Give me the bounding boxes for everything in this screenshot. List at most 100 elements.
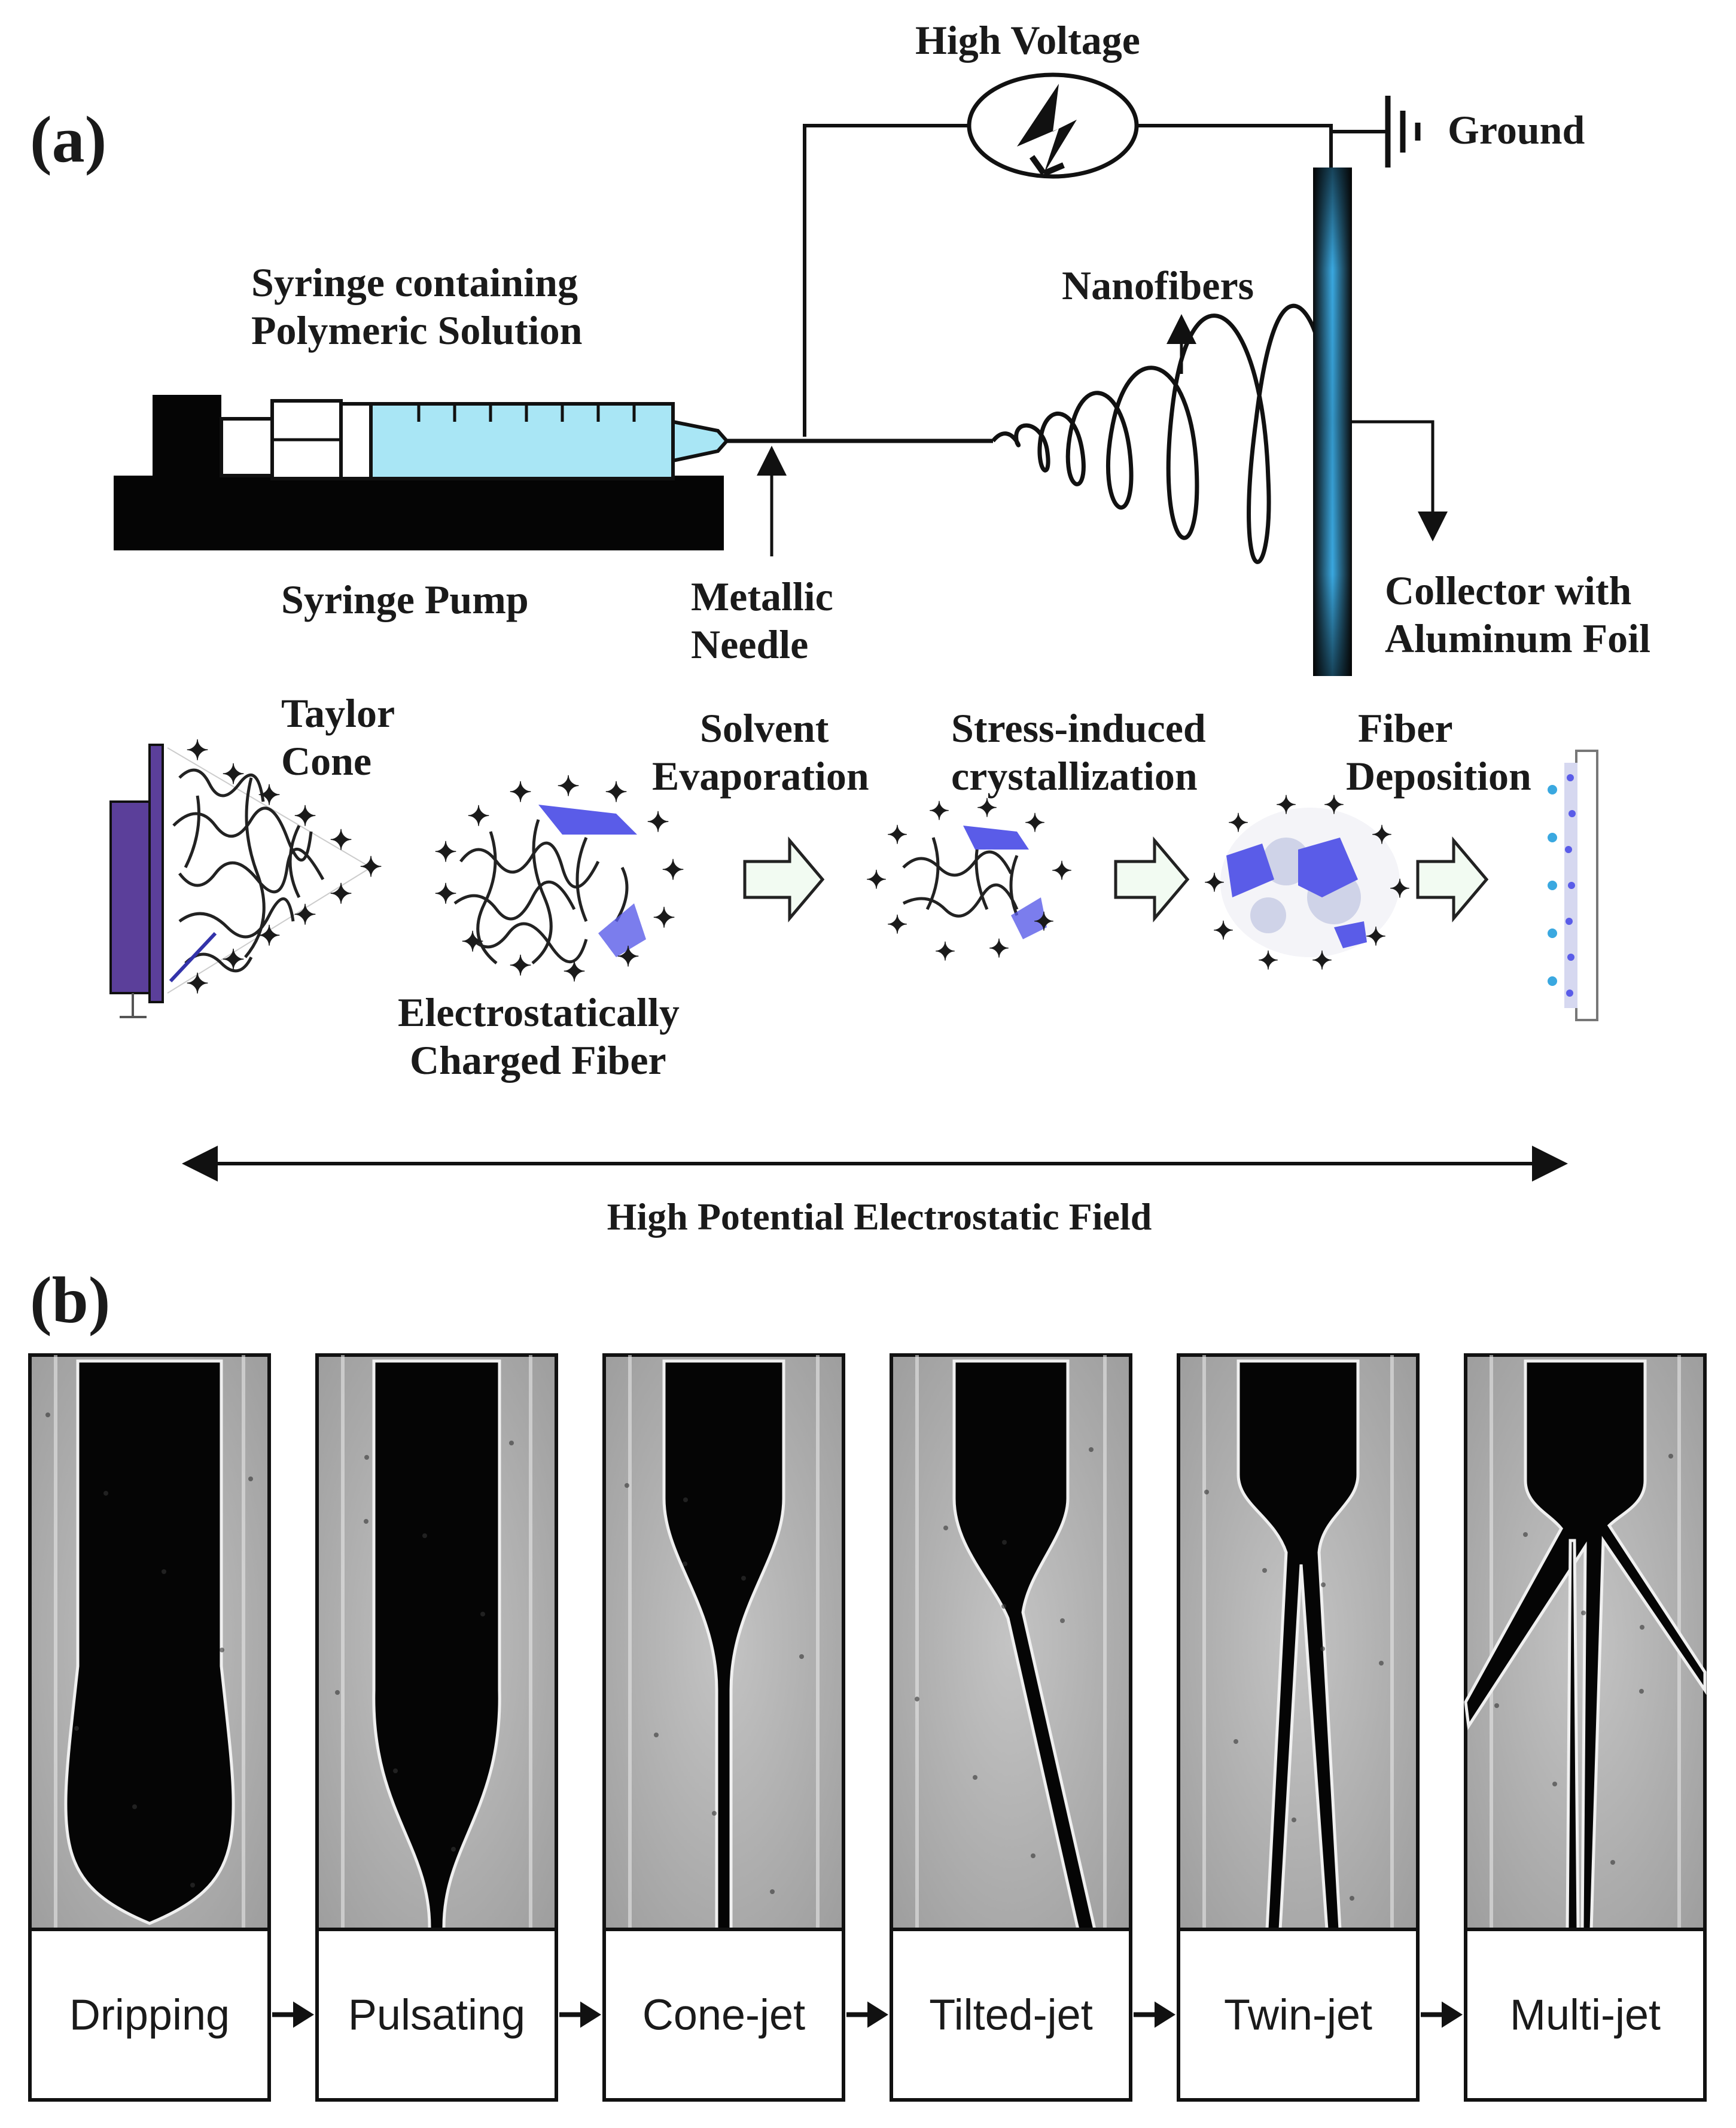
speckle	[1552, 1782, 1557, 1786]
speckle	[1292, 1818, 1296, 1822]
svg-text:✦: ✦	[1051, 858, 1072, 885]
svg-text:✦: ✦	[557, 771, 580, 802]
jet-shape	[1236, 1359, 1360, 1931]
speckle	[1610, 1860, 1615, 1865]
solvent-evaporation-stage: ✦✦✦ ✦✦✦ ✦✦✦ ✦	[866, 795, 1072, 966]
mode-transition-arrow	[559, 2001, 601, 2028]
fiber-deposition-stage	[1548, 750, 1598, 1021]
speckle	[248, 1476, 253, 1481]
svg-text:✦: ✦	[258, 780, 281, 811]
charged-fiber-label-line2: Charged Fiber	[410, 1037, 666, 1083]
svg-text:✦: ✦	[1033, 909, 1054, 936]
mode-label-box	[28, 1928, 271, 2102]
mode-label: Cone-jet	[642, 1992, 805, 2039]
svg-text:✦: ✦	[934, 939, 955, 966]
svg-text:✦: ✦	[330, 825, 353, 856]
speckle	[1640, 1625, 1644, 1630]
speckle	[132, 1804, 137, 1809]
mode-panel-cone-jet: Cone-jet	[602, 1353, 845, 2102]
svg-text:✦: ✦	[988, 936, 1009, 963]
svg-text:✦: ✦	[467, 801, 491, 832]
mode-panel-pulsating: Pulsating	[315, 1353, 558, 2102]
deposition-label-line2: Deposition	[1346, 753, 1531, 799]
svg-text:✦: ✦	[928, 798, 949, 826]
svg-text:✦: ✦	[662, 855, 685, 885]
syringe	[369, 402, 730, 480]
speckle	[509, 1441, 514, 1445]
mode-label-box	[315, 1928, 558, 2102]
speckle	[1581, 1611, 1586, 1615]
speckle	[480, 1612, 485, 1616]
svg-text:✦: ✦	[186, 969, 209, 999]
mode-panel-tilted-jet: Tilted-jet	[890, 1353, 1132, 2102]
svg-text:✦: ✦	[866, 867, 887, 894]
svg-text:✦: ✦	[1365, 924, 1386, 951]
svg-text:✦: ✦	[294, 801, 317, 832]
speckle	[45, 1412, 50, 1417]
mode-label: Multi-jet	[1510, 1992, 1661, 2039]
speckle	[1639, 1689, 1644, 1694]
syringe-label-line1: Syringe containing	[251, 260, 578, 305]
crystallization-stage: ✦✦✦ ✦✦✦ ✦✦✦ ✦	[1204, 792, 1410, 975]
speckle	[1002, 1540, 1007, 1545]
svg-text:✦: ✦	[294, 900, 317, 930]
mode-label: Pulsating	[348, 1992, 525, 2039]
speckle	[393, 1768, 398, 1773]
high-voltage-label: High Voltage	[915, 17, 1140, 63]
capillary-wall	[915, 1355, 919, 1929]
jet-shape	[64, 1359, 235, 1925]
mode-label-box	[602, 1928, 845, 2102]
svg-text:✦: ✦	[647, 807, 670, 838]
speckle	[451, 1847, 456, 1852]
svg-text:✦: ✦	[617, 942, 640, 972]
syringe-pump	[114, 395, 724, 550]
capillary-wall	[628, 1355, 632, 1929]
capillary-wall	[54, 1355, 57, 1929]
capillary-wall	[341, 1355, 345, 1929]
speckle	[1379, 1661, 1384, 1666]
speckle	[1494, 1703, 1499, 1708]
taylor-cone-label-line2: Cone	[281, 738, 371, 784]
speckle	[1321, 1582, 1326, 1587]
svg-text:✦: ✦	[1275, 792, 1296, 820]
capillary-wall	[529, 1355, 532, 1929]
capillary-wall	[1103, 1355, 1107, 1929]
svg-text:✦: ✦	[976, 795, 997, 823]
svg-text:✦: ✦	[330, 879, 353, 909]
taylor-cone-stage: ✦✦✦ ✦✦✦ ✦✦✦ ✦✦	[109, 735, 382, 1018]
collector-label-line2: Aluminum Foil	[1385, 616, 1650, 661]
svg-text:✦: ✦	[1323, 792, 1344, 820]
svg-text:✦: ✦	[563, 957, 586, 987]
svg-text:✦: ✦	[605, 777, 628, 808]
svg-text:✦: ✦	[1204, 870, 1225, 897]
speckle	[1668, 1454, 1673, 1459]
needle-label-line2: Needle	[691, 622, 808, 667]
speckle	[1262, 1568, 1267, 1573]
circuit-wires	[803, 124, 1388, 437]
mode-label-box	[1464, 1928, 1707, 2102]
mode-transition-arrow	[1134, 2001, 1175, 2028]
svg-text:✦: ✦	[222, 759, 245, 790]
speckle	[915, 1697, 919, 1701]
charged-fiber-stage: ✦✦✦ ✦✦✦ ✦✦✦ ✦✦✦ ✦	[434, 771, 685, 987]
capillary-wall	[242, 1355, 245, 1929]
capillary-wall	[1202, 1355, 1206, 1929]
speckle	[1350, 1896, 1354, 1901]
field-label: High Potential Electrostatic Field	[607, 1195, 1152, 1238]
speckle	[799, 1654, 804, 1659]
solvent-label-line2: Evaporation	[652, 753, 869, 799]
speckle	[335, 1690, 340, 1695]
metallic-needle	[727, 439, 993, 556]
speckle	[1031, 1853, 1035, 1858]
svg-text:✦: ✦	[509, 951, 532, 981]
process-arrow-2	[1114, 836, 1190, 923]
svg-text:✦: ✦	[186, 735, 209, 766]
speckle	[162, 1569, 166, 1574]
mode-label: Tilted-jet	[929, 1992, 1092, 2039]
svg-text:✦: ✦	[887, 912, 907, 939]
svg-text:✦: ✦	[434, 837, 458, 867]
syringe-label-line2: Polymeric Solution	[251, 308, 582, 353]
speckle	[364, 1519, 368, 1524]
